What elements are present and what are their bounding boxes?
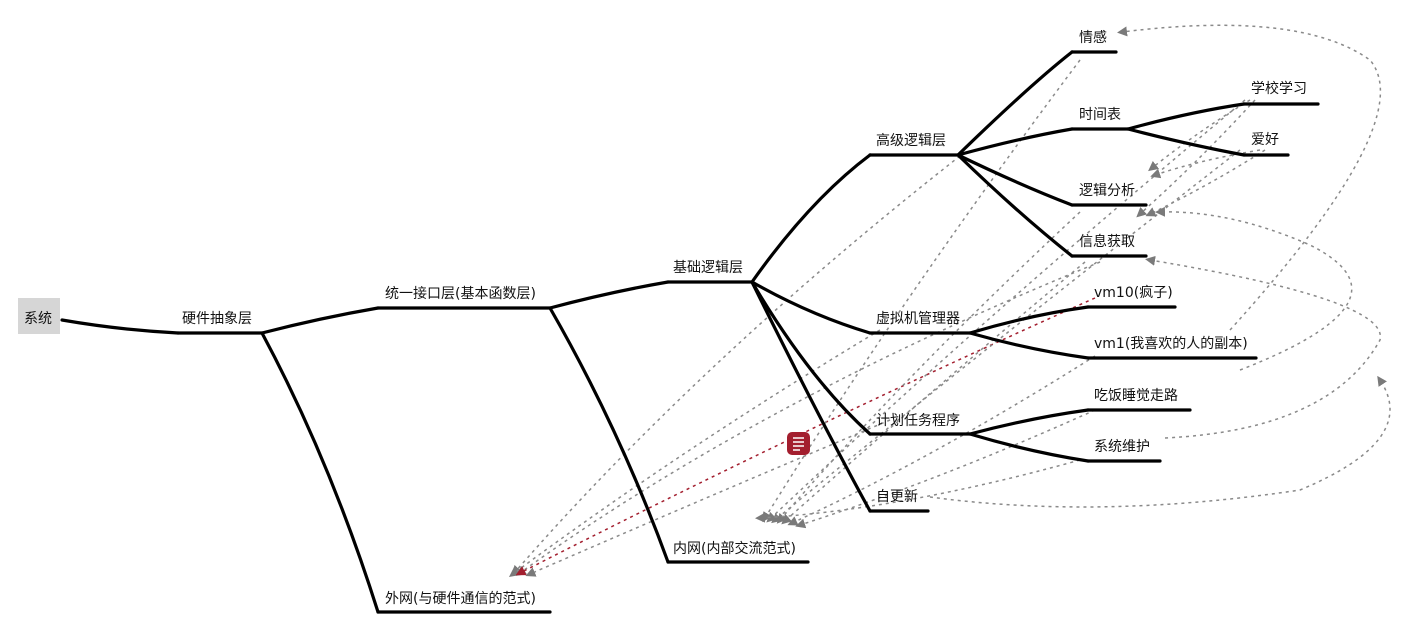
branch-base-vm [750, 280, 872, 335]
branch-base-sched [750, 280, 872, 436]
branch-base-selfupdate [750, 280, 872, 513]
rel-hobby-to-timetable[interactable] [1150, 149, 1261, 179]
root-label: 系统 [24, 311, 52, 327]
branch-unified-base [548, 280, 670, 310]
rel-logic-to-internal[interactable] [776, 211, 1081, 524]
branch-sched-maint [968, 432, 1090, 463]
rel-hobby-to-logic[interactable] [1145, 149, 1266, 217]
branch-high-logic [956, 153, 1074, 207]
branch-high-timetable [956, 127, 1074, 157]
rel-maint-to-info[interactable] [1145, 255, 1382, 439]
rel-school-to-timetable[interactable] [1148, 99, 1251, 172]
branch-root-hardware [60, 318, 180, 335]
branch-hw-unified [260, 306, 380, 335]
node-unified-api[interactable]: 统一接口层(基本函数层) [385, 285, 536, 302]
node-school[interactable]: 学校学习 [1251, 80, 1307, 97]
branch-unified-internal [548, 306, 670, 564]
node-hobby[interactable]: 爱好 [1251, 132, 1279, 148]
node-timetable[interactable]: 时间表 [1079, 107, 1121, 123]
node-vm10[interactable]: vm10(疯子) [1094, 285, 1173, 301]
node-emotion[interactable]: 情感 [1079, 29, 1107, 46]
rel-selfupdate-loop[interactable] [929, 375, 1391, 508]
branch-vm-vm1 [968, 331, 1090, 360]
branch-high-emotion [956, 50, 1074, 157]
rel-hobby-to-internal[interactable] [771, 149, 1241, 524]
node-scheduler[interactable]: 计划任务程序 [876, 413, 960, 429]
root-box [18, 298, 60, 334]
branch-base-high [750, 153, 872, 284]
branch-high-info [956, 153, 1074, 258]
rel-vm1-to-internal[interactable] [787, 355, 1096, 526]
rel-info-to-internal[interactable] [781, 261, 1086, 525]
branch-sched-daily [968, 408, 1090, 436]
branch-vm-vm10 [968, 305, 1090, 335]
node-maintenance[interactable]: 系统维护 [1094, 439, 1150, 455]
rel-school-to-logic[interactable] [1136, 99, 1256, 218]
node-internal-net[interactable]: 内网(内部交流范式) [673, 540, 796, 557]
rel-loop-to-logic[interactable] [1155, 206, 1353, 371]
rel-emotion-to-internal[interactable] [762, 59, 1081, 523]
branch-lines [60, 50, 1320, 614]
note-icon[interactable] [787, 432, 810, 455]
node-base-logic[interactable]: 基础逻辑层 [673, 259, 743, 276]
node-self-update[interactable]: 自更新 [876, 489, 918, 505]
node-vm-manager[interactable]: 虚拟机管理器 [876, 311, 960, 327]
rel-school-to-internal[interactable] [766, 99, 1246, 523]
node-logic-analysis[interactable]: 逻辑分析 [1079, 183, 1135, 199]
rel-vm10-to-external[interactable] [515, 297, 1096, 576]
rel-maint-to-internal[interactable] [755, 459, 1081, 523]
rel-unified-to-external[interactable] [511, 155, 961, 576]
node-hardware[interactable]: 硬件抽象层 [182, 311, 252, 327]
rel-info-to-external[interactable] [515, 261, 1101, 576]
relationship-lines [508, 24, 1391, 577]
rel-vmmgr-to-external[interactable] [508, 329, 881, 577]
topic-labels: 硬件抽象层 统一接口层(基本函数层) 外网(与硬件通信的范式) 基础逻辑层 内网… [182, 29, 1307, 607]
node-vm1[interactable]: vm1(我喜欢的人的副本) [1094, 336, 1248, 352]
node-external-net[interactable]: 外网(与硬件通信的范式) [385, 590, 536, 607]
node-daily[interactable]: 吃饭睡觉走路 [1094, 388, 1178, 404]
branch-timetable-hobby [1126, 127, 1246, 157]
root-node[interactable]: 系统 [18, 298, 60, 334]
node-high-logic[interactable]: 高级逻辑层 [876, 132, 946, 149]
node-info-gather[interactable]: 信息获取 [1079, 233, 1135, 250]
branch-hw-external [260, 331, 380, 614]
branch-timetable-school [1126, 102, 1246, 131]
rel-daily-to-internal[interactable] [795, 409, 1096, 529]
